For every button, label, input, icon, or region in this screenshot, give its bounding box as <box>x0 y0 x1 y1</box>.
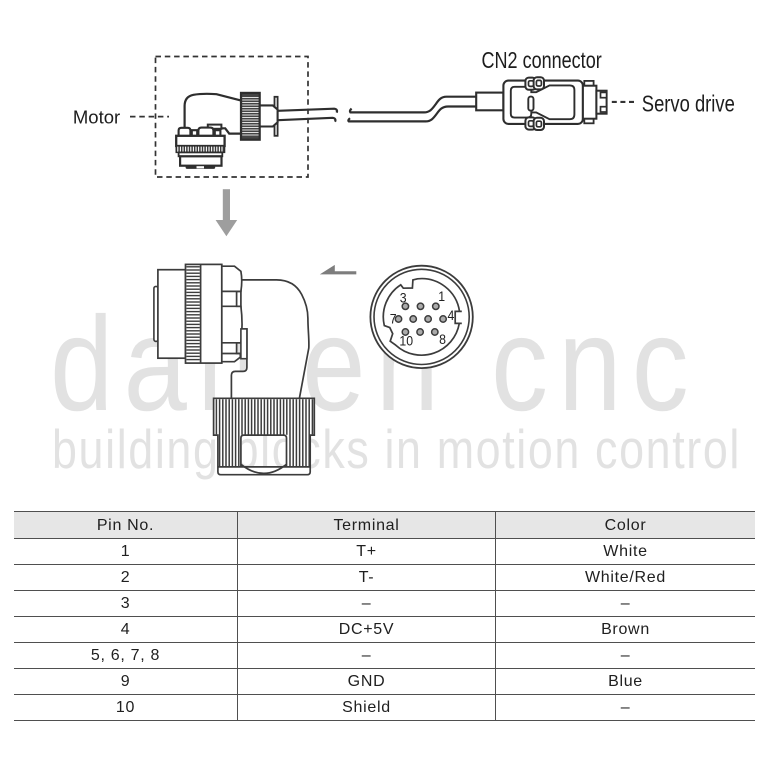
svg-text:building blocks in motion cont: building blocks in motion control <box>52 419 741 480</box>
svg-text:8: 8 <box>439 331 446 347</box>
svg-text:3: 3 <box>400 290 407 306</box>
svg-text:Motor: Motor <box>73 106 120 127</box>
svg-text:Servo drive: Servo drive <box>642 92 735 117</box>
svg-text:7: 7 <box>390 311 397 327</box>
svg-text:10: 10 <box>399 333 413 349</box>
svg-text:4: 4 <box>447 307 454 323</box>
svg-text:building blocks in motion cont: building blocks in motion control <box>52 419 741 480</box>
svg-text:1: 1 <box>438 288 445 304</box>
svg-text:CN2 connector: CN2 connector <box>482 48 602 74</box>
